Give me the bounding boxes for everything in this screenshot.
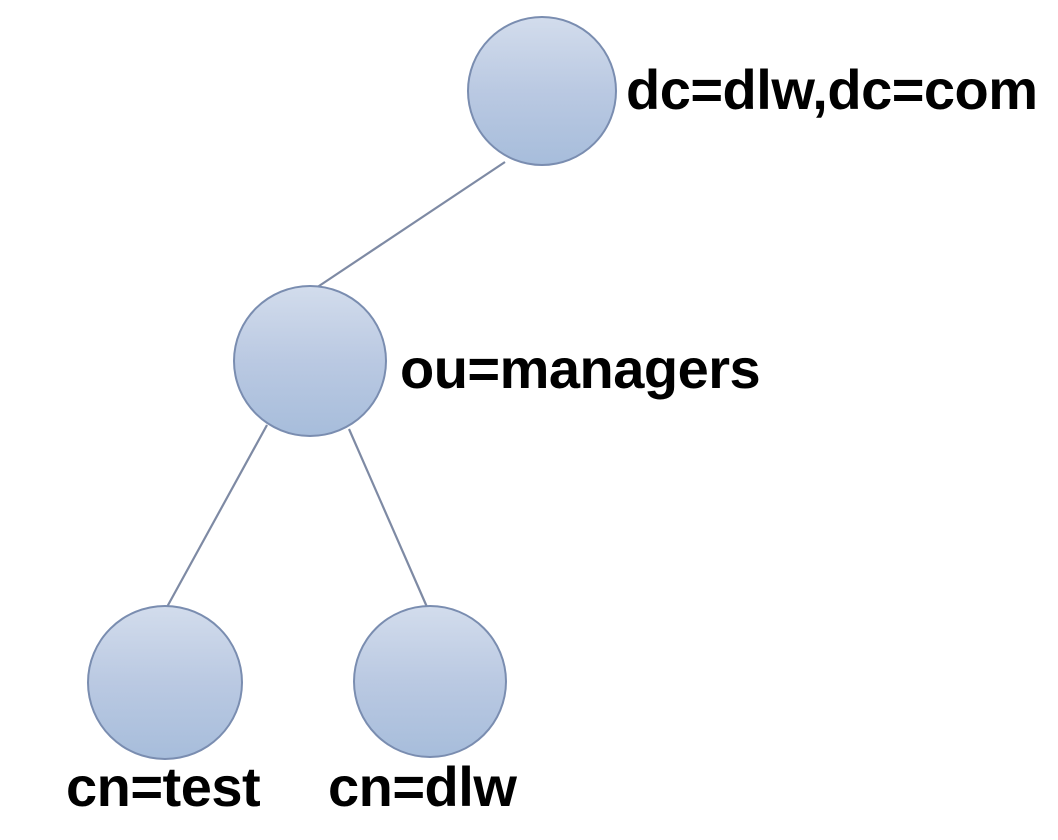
- node-ou-managers: [233, 285, 387, 437]
- node-cn-dlw: [353, 605, 507, 758]
- node-label-cn-test: cn=test: [66, 755, 261, 818]
- node-cn-test: [87, 605, 243, 760]
- node-label-cn-dlw: cn=dlw: [328, 755, 517, 818]
- node-label-root: dc=dlw,dc=com: [626, 58, 1038, 121]
- node-label-ou-managers: ou=managers: [400, 337, 761, 400]
- edge-root-ou-managers: [309, 161, 506, 293]
- edge-ou-managers-cn-test: [166, 424, 268, 608]
- node-root: [467, 16, 617, 166]
- edge-ou-managers-cn-dlw: [347, 428, 429, 608]
